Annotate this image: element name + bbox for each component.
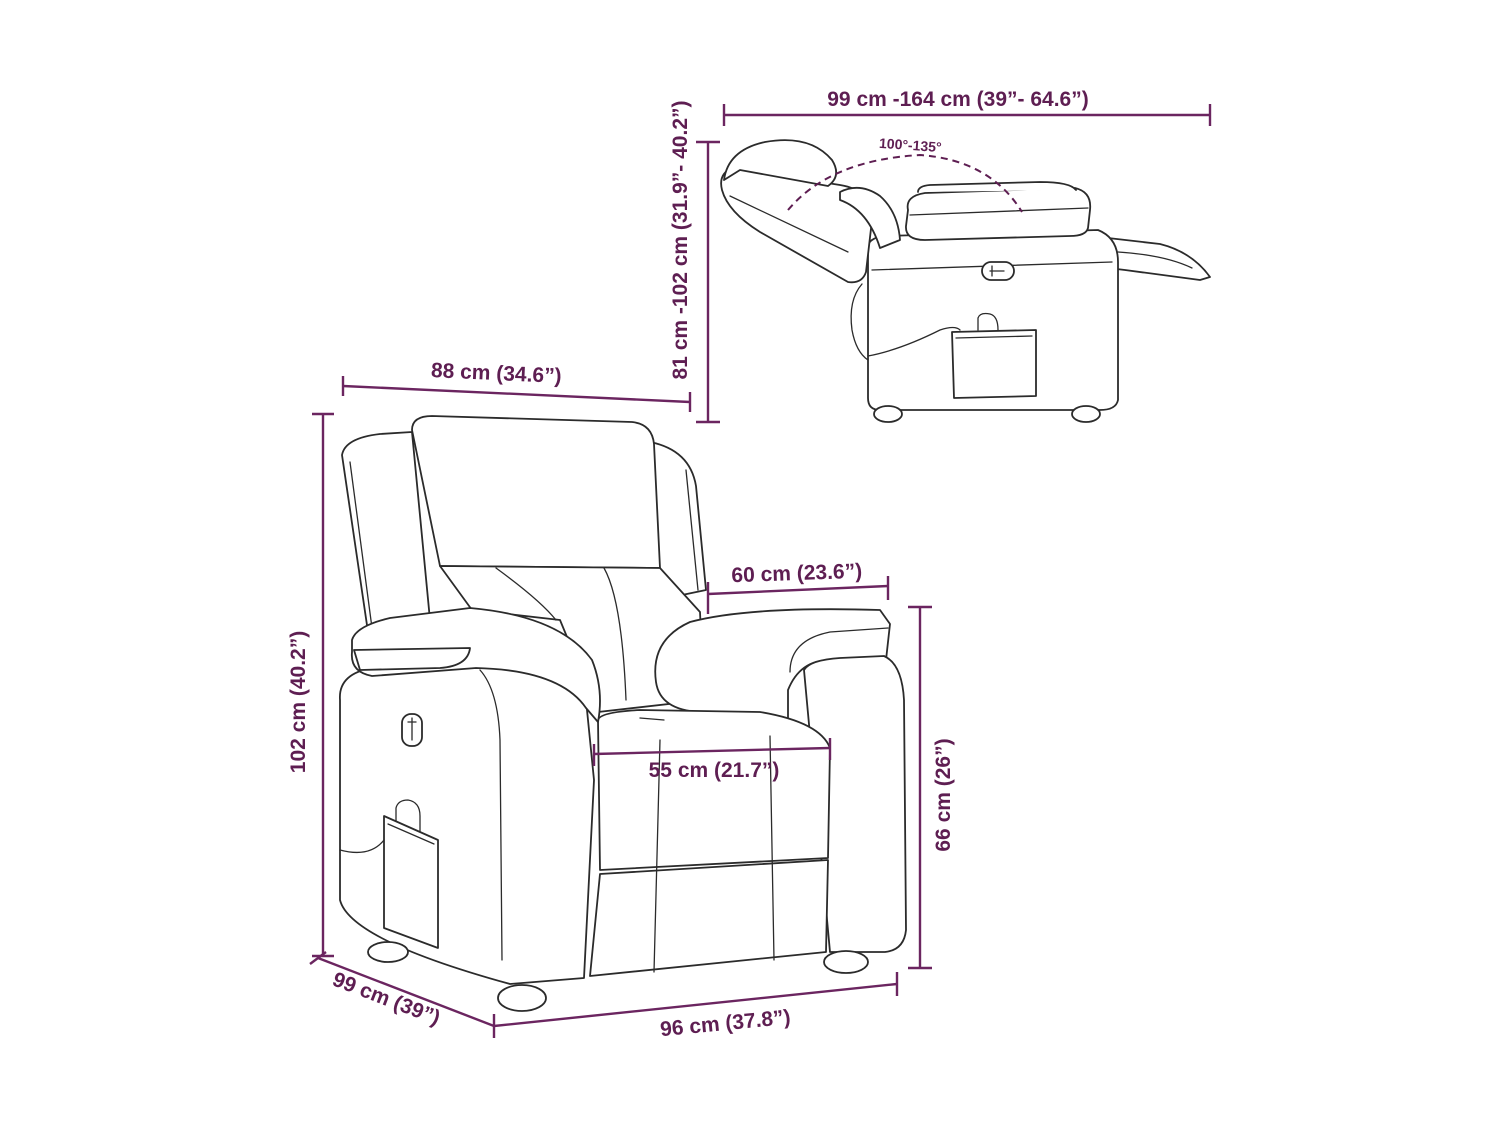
seat-width-label: 55 cm (21.7”) <box>649 759 780 782</box>
side-length-label: 99 cm -164 cm (39”- 64.6”) <box>827 88 1088 111</box>
seat-depth-label: 60 cm (23.6”) <box>731 560 862 588</box>
base-width-dimension-line <box>493 972 899 1028</box>
front-width-top-dimension-line <box>341 376 692 412</box>
front-width-top-label: 88 cm (34.6”) <box>430 359 562 388</box>
armrest-height-dimension-line <box>908 605 932 970</box>
seat-width-dimension-line <box>592 738 832 766</box>
recline-angle-label: 100°-135° <box>879 135 943 155</box>
armrest-height-label: 66 cm (26”) <box>932 738 955 851</box>
side-length-dimension-line <box>722 104 1212 126</box>
base-width-label: 96 cm (37.8”) <box>659 1006 791 1041</box>
recline-angle-arc <box>787 153 1023 213</box>
seat-depth-dimension-line <box>706 576 890 614</box>
side-height-label: 81 cm -102 cm (31.9”- 40.2”) <box>669 101 692 380</box>
side-view-chair <box>720 139 1211 423</box>
side-height-dimension-line <box>696 140 720 424</box>
front-view-chair <box>339 415 907 1012</box>
front-height-label: 102 cm (40.2”) <box>287 631 310 773</box>
front-height-dimension-line <box>312 412 334 958</box>
